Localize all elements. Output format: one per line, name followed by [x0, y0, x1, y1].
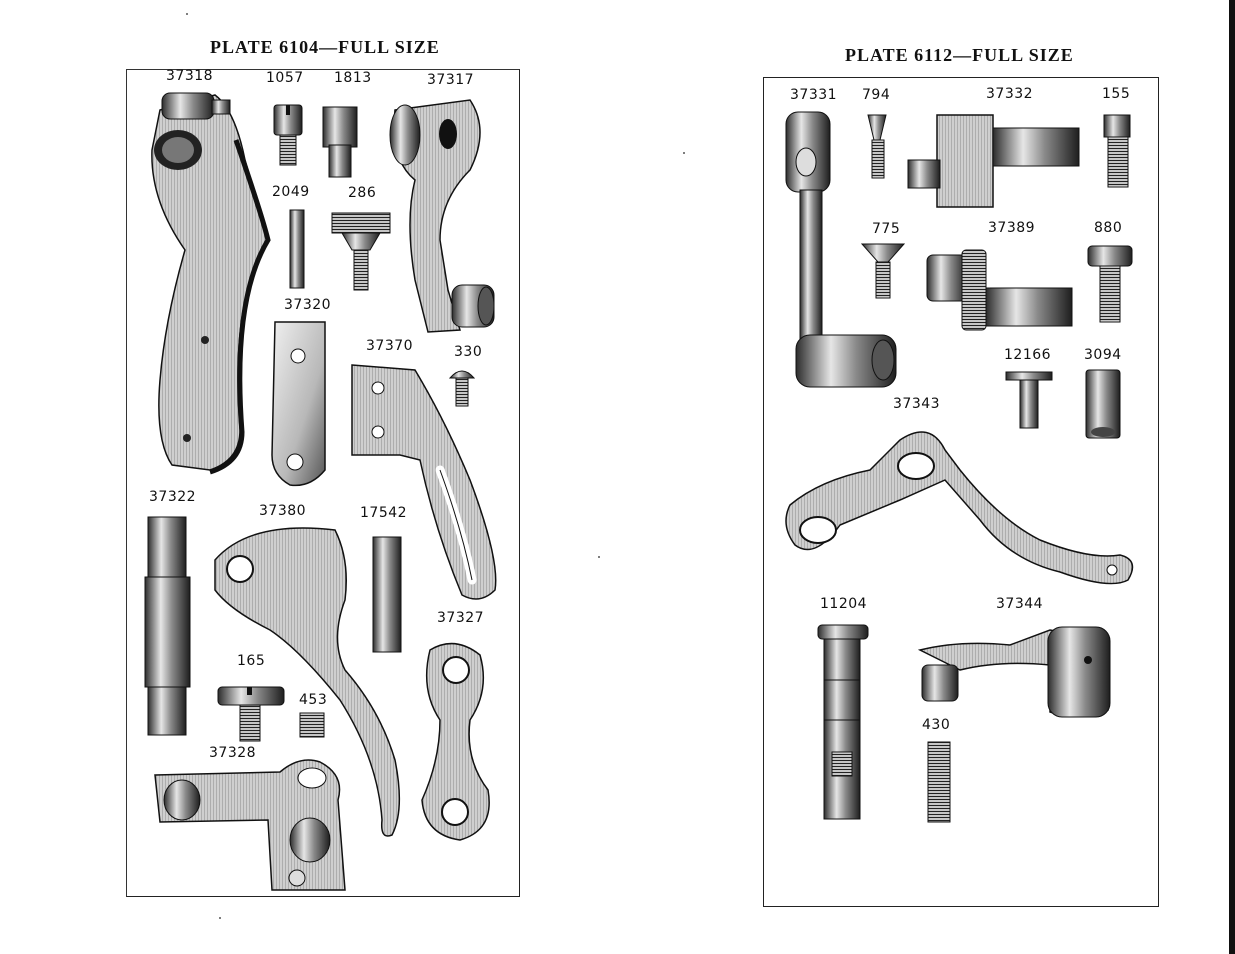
part-37331-column	[785, 111, 897, 388]
part-label: 37317	[427, 72, 475, 88]
part-label: 330	[454, 344, 483, 360]
part-430-screw	[927, 741, 951, 823]
right-plate-frame	[763, 77, 1159, 907]
part-1057-screw	[273, 104, 303, 166]
part-794-pin	[867, 114, 887, 179]
part-1813-sleeve	[322, 106, 358, 178]
paper-speck	[186, 13, 188, 15]
part-label: 37318	[166, 68, 214, 84]
part-3094-nut	[1085, 369, 1121, 439]
left-plate-title: PLATE 6104—FULL SIZE	[210, 37, 440, 57]
part-880-screw	[1087, 245, 1133, 323]
part-label: 2049	[272, 184, 310, 200]
part-label: 11204	[820, 596, 868, 612]
part-37317-crank	[389, 99, 495, 333]
part-37380-lever	[214, 527, 401, 837]
part-775-screw	[860, 243, 906, 299]
part-37322-shaft	[144, 516, 191, 736]
part-label: 37328	[209, 745, 257, 761]
paper-speck	[219, 917, 221, 919]
part-label: 37331	[790, 87, 838, 103]
part-453-setscrew	[299, 712, 325, 738]
part-11204-stud	[817, 624, 869, 820]
part-label: 1813	[334, 70, 372, 86]
paper-speck	[683, 152, 685, 154]
part-label: 775	[872, 221, 901, 237]
part-37318-arm	[151, 92, 271, 475]
part-label: 37380	[259, 503, 307, 519]
part-37320-plate	[271, 321, 326, 487]
part-155-screw	[1103, 114, 1131, 188]
part-37343-crank	[785, 431, 1134, 585]
part-label: 1057	[266, 70, 304, 86]
part-37328-block	[154, 759, 346, 891]
part-label: 37343	[893, 396, 941, 412]
part-label: 17542	[360, 505, 408, 521]
part-286-thumbscrew	[331, 212, 391, 291]
part-label: 430	[922, 717, 951, 733]
paper-speck	[598, 556, 600, 558]
part-label: 453	[299, 692, 328, 708]
part-37332-shaft	[907, 114, 1080, 208]
part-label: 37327	[437, 610, 485, 626]
part-label: 286	[348, 185, 377, 201]
part-label: 880	[1094, 220, 1123, 236]
part-2049-pin	[289, 209, 305, 289]
part-37327-link	[421, 642, 490, 841]
part-label: 155	[1102, 86, 1131, 102]
part-label: 37320	[284, 297, 332, 313]
part-330-screw	[448, 370, 476, 407]
part-17542-pin	[372, 536, 402, 653]
part-12166-pin	[1005, 371, 1053, 429]
part-37389-stud	[926, 249, 1073, 331]
page-edge	[1229, 0, 1235, 954]
part-label: 37344	[996, 596, 1044, 612]
part-label: 37370	[366, 338, 414, 354]
part-label: 37322	[149, 489, 197, 505]
part-label: 165	[237, 653, 266, 669]
right-plate-title: PLATE 6112—FULL SIZE	[845, 45, 1074, 65]
part-label: 3094	[1084, 347, 1122, 363]
part-label: 37332	[986, 86, 1034, 102]
part-165-screw	[217, 686, 285, 742]
part-label: 12166	[1004, 347, 1052, 363]
left-plate-frame	[126, 69, 520, 897]
part-label: 794	[862, 87, 891, 103]
part-37344-bracket	[917, 626, 1111, 718]
part-label: 37389	[988, 220, 1036, 236]
part-37370-bracket	[351, 364, 497, 600]
